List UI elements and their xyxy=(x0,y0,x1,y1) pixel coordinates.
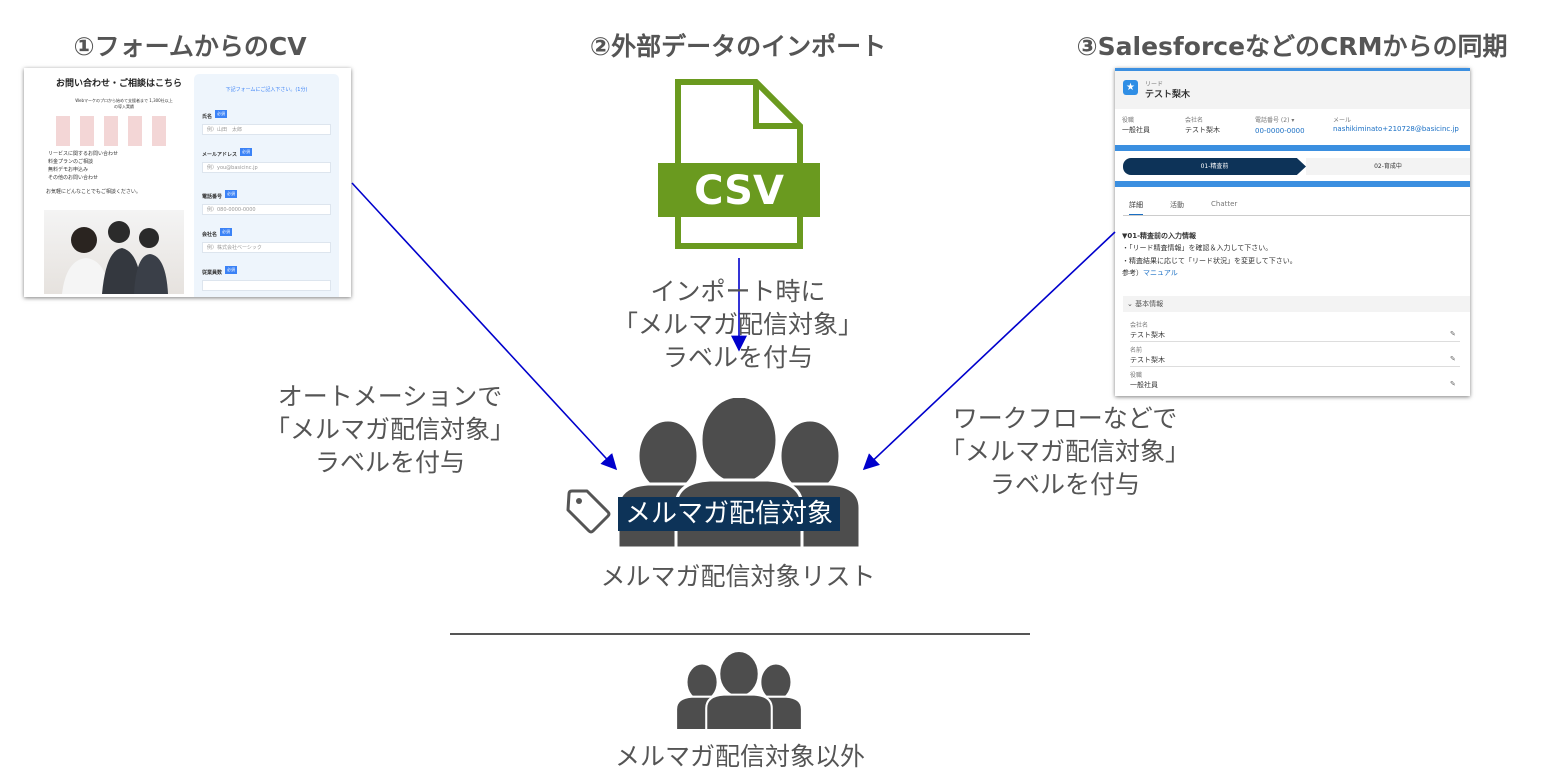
email-link[interactable]: nashikiminato+210728@basicinc.jp xyxy=(1333,125,1459,133)
operator-photo xyxy=(44,210,184,294)
edit-pencil-icon[interactable]: ✎ xyxy=(1450,380,1456,388)
form-screenshot: お問い合わせ・ご相談はこちら Webマーケのプロから始めて支援者まで 1,300… xyxy=(24,68,351,297)
form-title: お問い合わせ・ご相談はこちら xyxy=(56,79,183,89)
tag-label: メルマガ配信対象 xyxy=(618,497,840,531)
inquiry-form: 下記フォームにご記入下さい。(1分) 氏名必須例）山田 太郎 メールアドレス必須… xyxy=(194,74,339,297)
field-label: 会社名 xyxy=(1185,117,1204,124)
guide-line: ・「リード精査情報」を確認＆入力して下さい。 xyxy=(1122,244,1273,252)
people-group-small-icon xyxy=(676,652,802,730)
detail-label: 名前 xyxy=(1130,347,1143,354)
arrow-crm xyxy=(862,231,1116,471)
guide-title: ▼01-精査前の入力情報 xyxy=(1122,232,1197,240)
header-crm-sync: ③SalesforceなどのCRMからの同期 xyxy=(1076,32,1508,61)
crm-screenshot: ★ リード テスト梨木 役職 一般社員 会社名 テスト梨木 電話番号 (2) ▾… xyxy=(1115,68,1470,396)
bullet: その他のお問い合わせ xyxy=(48,175,99,181)
csv-label: CSV xyxy=(694,168,784,214)
detail-label: 会社名 xyxy=(1130,322,1149,329)
target-list-label: メルマガ配信対象リスト xyxy=(600,562,876,591)
field-value: 一般社員 xyxy=(1122,126,1150,134)
form-field: 氏名必須例）山田 太郎 xyxy=(202,103,331,135)
row-divider xyxy=(1130,341,1460,342)
form-field: 電話番号必須例）080-0000-0000 xyxy=(202,183,331,215)
form-field: 従業員数必須 xyxy=(202,259,331,291)
form-field: 会社名必須例）株式会社ベーシック xyxy=(202,221,331,253)
detail-value: テスト梨木 xyxy=(1130,331,1165,339)
field-label: メール xyxy=(1333,117,1352,124)
detail-value: テスト梨木 xyxy=(1130,356,1165,364)
manual-link[interactable]: マニュアル xyxy=(1143,269,1178,277)
caption-workflow: ワークフローなどで「メルマガ配信対象」ラベルを付与 xyxy=(939,404,1191,499)
object-type: リード xyxy=(1145,81,1164,88)
caption-import: インポート時に「メルマガ配信対象」ラベルを付与 xyxy=(612,277,864,372)
arrow-form xyxy=(351,182,618,471)
phone-input[interactable]: 例）080-0000-0000 xyxy=(202,204,331,215)
bullet: 無料デモお申込み xyxy=(48,167,89,173)
detail-label: 役職 xyxy=(1130,372,1143,379)
section-basic-info[interactable]: ⌄ 基本情報 xyxy=(1127,300,1164,308)
tab-chatter[interactable]: Chatter xyxy=(1211,200,1238,208)
non-target-label: メルマガ配信対象以外 xyxy=(614,742,866,771)
bullet: リービスに関するお問い合わせ xyxy=(48,151,119,157)
tag-icon xyxy=(566,489,611,534)
company-input[interactable]: 例）株式会社ベーシック xyxy=(202,242,331,253)
field-label: 電話番号 (2) ▾ xyxy=(1255,117,1295,124)
edit-pencil-icon[interactable]: ✎ xyxy=(1450,355,1456,363)
row-divider xyxy=(1130,366,1460,367)
form-field: メールアドレス必須例）you@basicinc.jp xyxy=(202,141,331,173)
edit-pencil-icon[interactable]: ✎ xyxy=(1450,330,1456,338)
path-step[interactable]: 02-育成中 xyxy=(1306,158,1470,175)
guide-line: ・精査結果に応じて「リード状況」を変更して下さい。 xyxy=(1122,257,1297,265)
ref-prefix: 参考） xyxy=(1122,269,1143,277)
form-subtitle: Webマーケのプロから始めて支援者まで 1,300社以上の導入実績 xyxy=(75,98,173,109)
client-logos xyxy=(56,116,176,146)
lead-icon: ★ xyxy=(1123,80,1138,95)
divider xyxy=(450,633,1030,635)
csv-file-icon xyxy=(658,79,820,249)
form-header: 下記フォームにご記入下さい。(1分) xyxy=(225,87,308,93)
form-bullets: リービスに関するお問い合わせ 料金プランのご相談 無料デモお申込み その他のお問… xyxy=(48,150,118,182)
record-name: テスト梨木 xyxy=(1145,90,1191,100)
caption-automation: オートメーションで「メルマガ配信対象」ラベルを付与 xyxy=(264,382,516,477)
phone-link[interactable]: 00-0000-0000 xyxy=(1255,127,1305,135)
name-input[interactable]: 例）山田 太郎 xyxy=(202,124,331,135)
detail-value: 一般社員 xyxy=(1130,381,1158,389)
path-step-active[interactable]: 01-精査前 xyxy=(1123,158,1306,175)
field-label: 役職 xyxy=(1122,117,1135,124)
field-value: テスト梨木 xyxy=(1185,126,1220,134)
header-form-cv: ①フォームからのCV xyxy=(73,32,307,61)
form-note: お気軽にどんなことでもご相談ください。 xyxy=(46,189,141,195)
employees-select[interactable] xyxy=(202,280,331,291)
bullet: 料金プランのご相談 xyxy=(48,159,94,165)
header-import: ②外部データのインポート xyxy=(589,32,887,61)
tab-activity[interactable]: 活動 xyxy=(1170,201,1184,209)
email-input[interactable]: 例）you@basicinc.jp xyxy=(202,162,331,173)
